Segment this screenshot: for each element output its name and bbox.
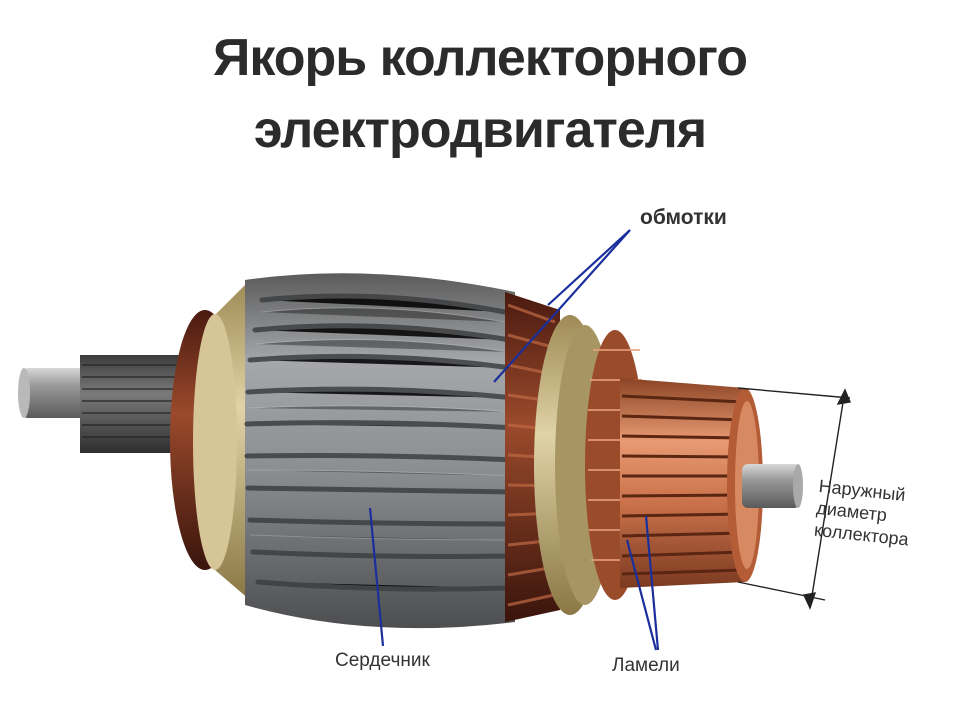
label-windings: обмотки bbox=[640, 206, 727, 230]
commutator bbox=[620, 378, 763, 588]
label-outer-diameter: Наружный диаметр коллектора bbox=[813, 475, 939, 553]
label-core: Сердечник bbox=[335, 650, 430, 672]
label-lamellae: Ламели bbox=[612, 655, 680, 677]
right-shaft bbox=[742, 464, 803, 508]
laminated-core bbox=[245, 273, 515, 628]
pinion-gear bbox=[80, 355, 180, 453]
